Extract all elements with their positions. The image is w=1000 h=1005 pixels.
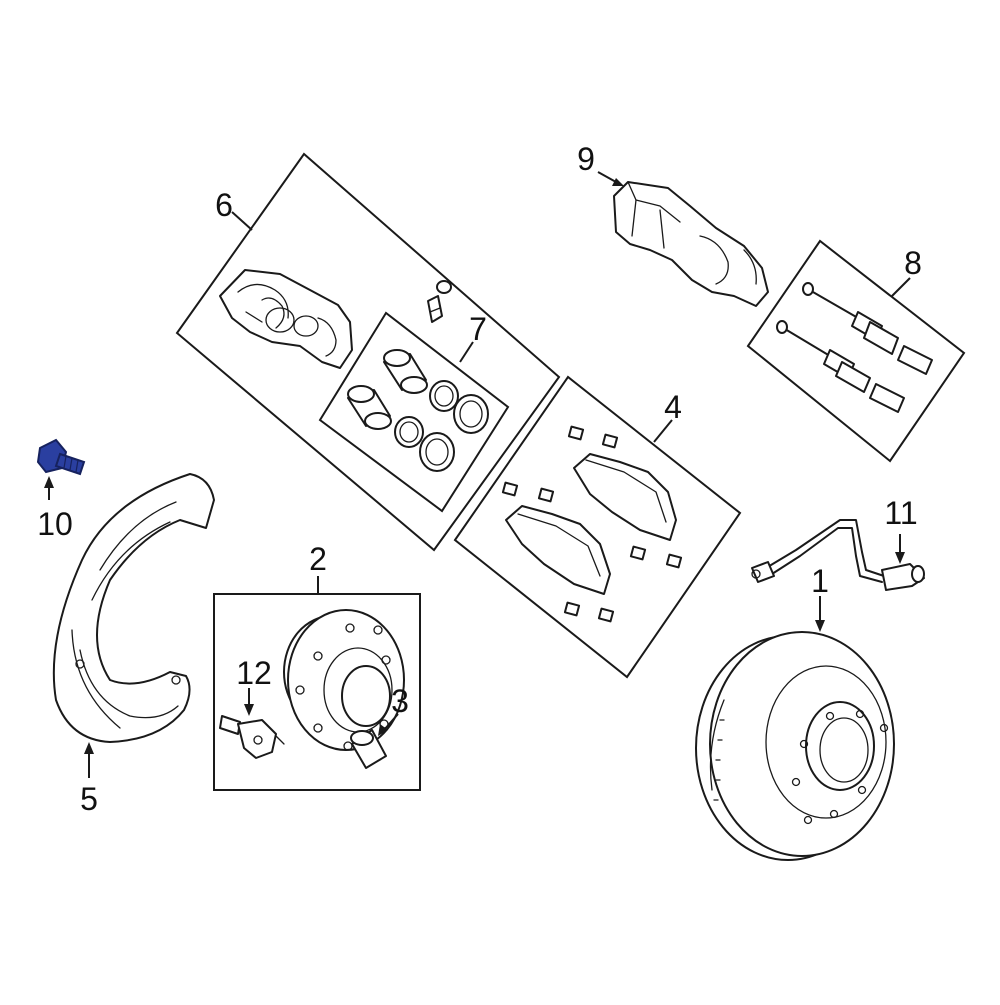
callout-6: 6 xyxy=(215,187,233,223)
guide-pins-drawing xyxy=(776,282,933,413)
callout-7: 7 xyxy=(469,311,487,347)
part-8-box xyxy=(746,239,966,463)
part-6-box xyxy=(175,152,561,552)
callout-labels: 1 2 3 4 5 6 7 8 9 10 11 12 xyxy=(37,141,922,817)
caliper-bracket-drawing xyxy=(613,181,769,307)
callout-4: 4 xyxy=(664,389,682,425)
wear-sensor-drawing xyxy=(751,519,925,591)
leader-lines xyxy=(44,171,911,778)
callout-2: 2 xyxy=(309,541,327,577)
wheel-speed-sensor-drawing xyxy=(219,715,285,759)
part-4-box xyxy=(453,375,742,679)
bleeder-screw-drawing xyxy=(427,280,452,323)
callout-8: 8 xyxy=(904,245,922,281)
part-7-box xyxy=(318,311,510,513)
brake-pads-drawing xyxy=(501,425,683,623)
caliper-assembly-drawing xyxy=(219,269,353,369)
bolt-10-highlighted xyxy=(36,438,86,476)
callout-11: 11 xyxy=(884,495,917,531)
callout-12: 12 xyxy=(236,655,272,691)
brake-rotor-drawing xyxy=(695,631,895,861)
seal-kit-drawing xyxy=(347,349,489,472)
callout-5: 5 xyxy=(80,781,98,817)
splash-shield-drawing xyxy=(52,473,215,743)
callout-10: 10 xyxy=(37,506,73,542)
callout-3: 3 xyxy=(391,683,409,719)
callout-9: 9 xyxy=(577,141,595,177)
callout-1: 1 xyxy=(811,563,829,599)
hub-drawing xyxy=(283,609,405,769)
